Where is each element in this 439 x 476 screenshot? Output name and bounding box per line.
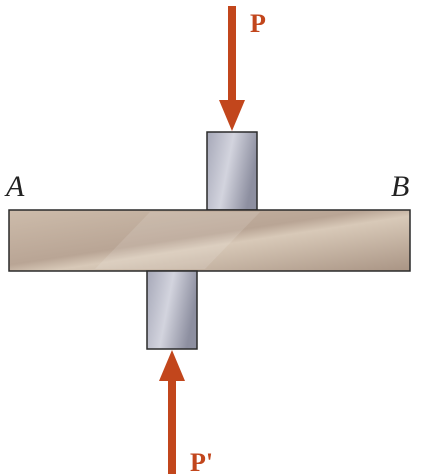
upper-block — [206, 131, 258, 211]
beam-sheen — [95, 212, 260, 269]
force-arrow-bottom — [159, 350, 185, 474]
beam — [8, 209, 411, 272]
force-label-p-prime: P' — [190, 448, 213, 476]
force-label-p: P — [250, 9, 266, 38]
lower-block — [146, 270, 198, 350]
end-label-b: B — [391, 170, 409, 203]
end-label-a: A — [4, 170, 25, 203]
force-arrow-top — [219, 6, 245, 131]
